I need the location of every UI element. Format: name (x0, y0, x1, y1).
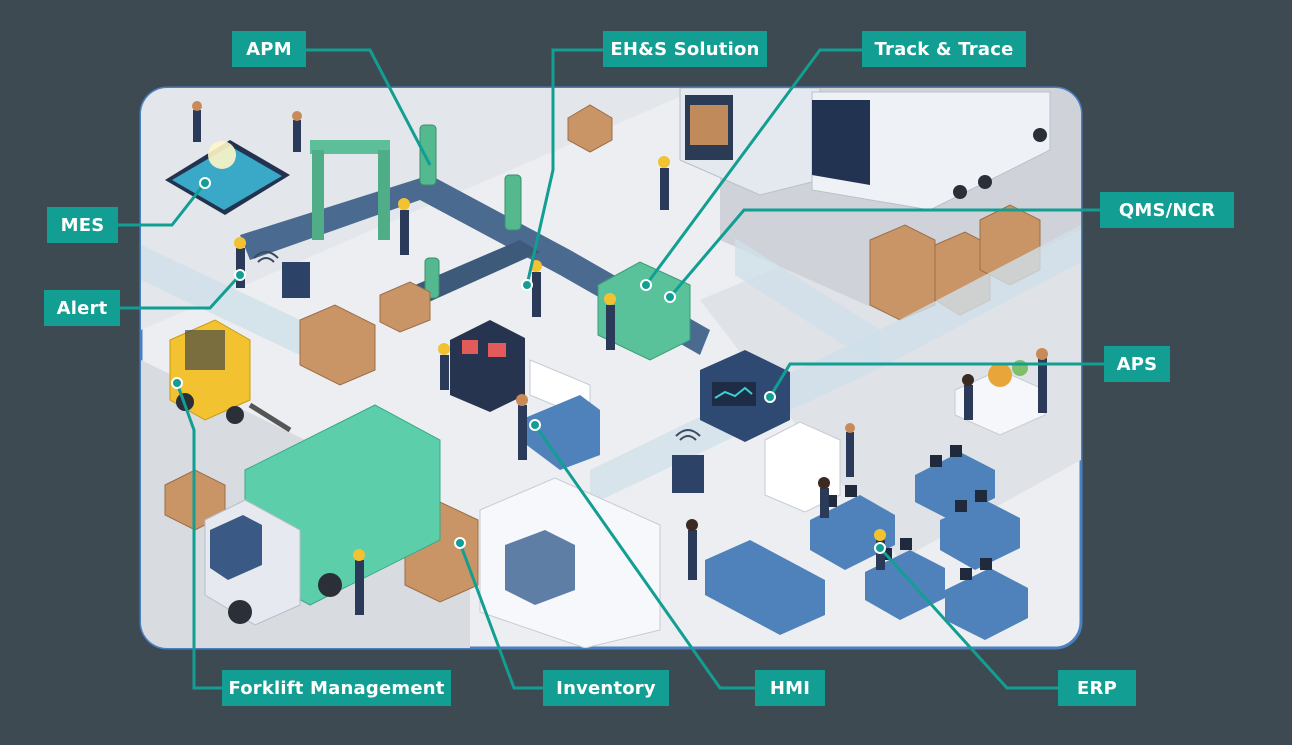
glass-wall-right (735, 225, 1081, 368)
leader-hmi (533, 424, 755, 690)
green-gantry (310, 140, 390, 154)
robot-arms (419, 124, 522, 299)
leader-aps (768, 362, 1104, 398)
apm-label: APM (232, 31, 306, 67)
erp-label: ERP (1058, 670, 1136, 706)
inventory-label: Inventory (543, 670, 669, 706)
qms-station (597, 261, 691, 361)
leader-inventory (458, 542, 543, 690)
alert-label: Alert (44, 290, 120, 326)
erp-desks (810, 452, 1028, 640)
workers (192, 101, 1048, 615)
qms-ncr-label: QMS/NCR (1100, 192, 1234, 228)
server-rack-mid (672, 455, 704, 493)
wifi-icon (253, 251, 279, 263)
leader-dots (171, 177, 886, 554)
leader-erp (878, 546, 1058, 690)
forklift-management-label: Forklift Management (222, 670, 451, 706)
reception-desk (705, 540, 825, 635)
glass-wall-left (141, 245, 300, 355)
leader-alert (120, 273, 242, 310)
leader-lines (118, 48, 1104, 690)
scene-content (141, 88, 1081, 648)
boxes-top (567, 104, 613, 153)
track-trace-label: Track & Trace (862, 31, 1026, 67)
leader-mes (118, 182, 207, 227)
leader-forklift (175, 382, 222, 690)
mes-label: MES (47, 207, 118, 243)
leader-qms (668, 208, 1100, 298)
truck (204, 404, 441, 626)
leader-apm (305, 48, 432, 166)
leader-track (644, 48, 862, 286)
wifi-icon (675, 429, 701, 441)
conveyor-main (240, 175, 710, 355)
leader-ehs (525, 48, 603, 286)
server-rack-left (282, 262, 310, 298)
aps-label: APS (1104, 346, 1170, 382)
hmi-label: HMI (755, 670, 825, 706)
ehs-solution-label: EH&S Solution (603, 31, 767, 67)
